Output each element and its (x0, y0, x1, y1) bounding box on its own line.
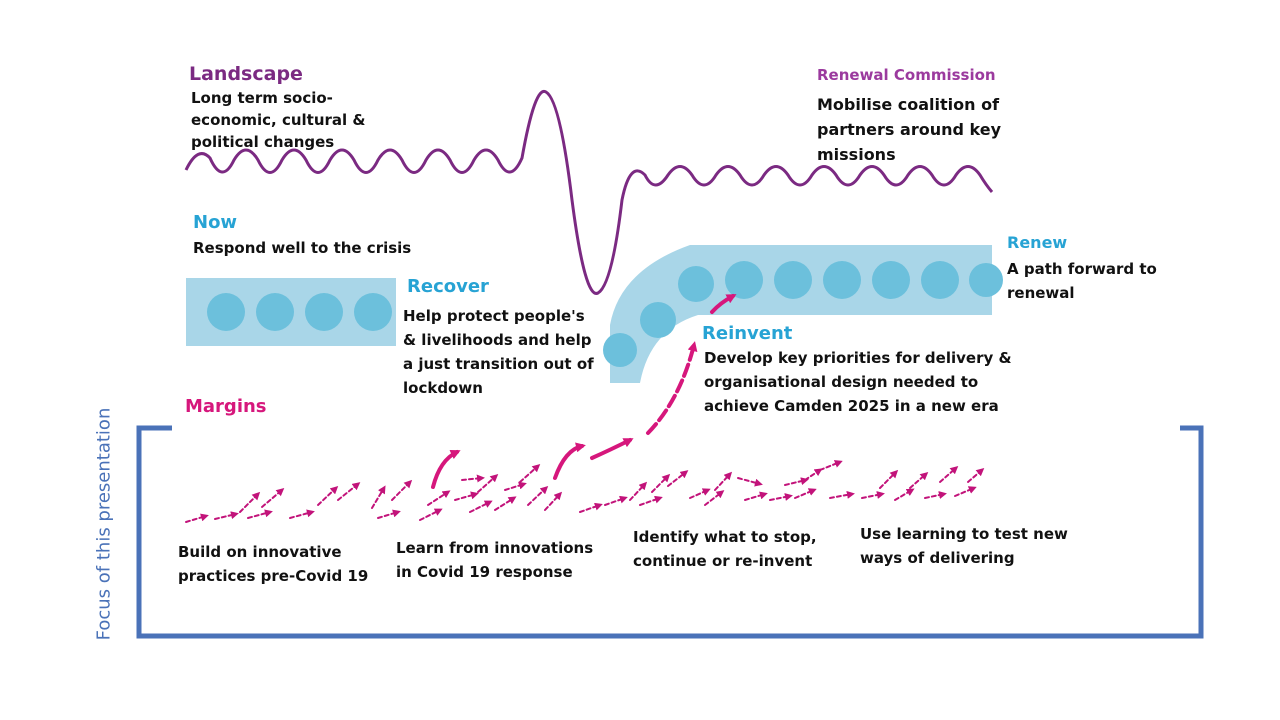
landscape-line: political changes (191, 133, 335, 151)
renewal-commission-line: Mobilise coalition of (817, 95, 1000, 114)
margins-step: Use learning to test new ways of deliver… (860, 522, 1068, 570)
recover-circle (207, 293, 245, 331)
margins-step-line: practices pre-Covid 19 (178, 567, 369, 585)
margins-step: Build on innovative practices pre-Covid … (178, 540, 368, 588)
renew-line: renewal (1007, 284, 1075, 302)
renew-circle (969, 263, 1003, 297)
renew-circle (823, 261, 861, 299)
landscape-description: Long term socio- economic, cultural & po… (191, 87, 365, 153)
recover-circle (256, 293, 294, 331)
recover-circle (354, 293, 392, 331)
focus-label: Focus of this presentation (93, 407, 115, 641)
recover-title: Recover (407, 276, 489, 297)
margins-step-line: Learn from innovations (396, 539, 594, 557)
margins-step: Identify what to stop, continue or re-in… (633, 525, 817, 573)
landscape-wave (184, 89, 994, 295)
renew-circle (678, 266, 714, 302)
now-description: Respond well to the crisis (193, 239, 412, 257)
renew-circle (872, 261, 910, 299)
renewal-commission-line: partners around key (817, 120, 1001, 139)
focus-bracket (136, 425, 1204, 639)
renew-circle (921, 261, 959, 299)
margins-step-line: Identify what to stop, (633, 528, 817, 546)
margins-step-line: Build on innovative (178, 543, 342, 561)
recover-line: & livelihoods and help (403, 331, 592, 349)
recover-line: a just transition out of (403, 355, 594, 373)
margins-step-line: in Covid 19 response (396, 563, 573, 581)
recover-circle (305, 293, 343, 331)
reinvent-description: Develop key priorities for delivery & or… (704, 346, 1012, 418)
innovation-arrows-major (431, 294, 737, 489)
recover-line: lockdown (403, 379, 483, 397)
reinvent-line: Develop key priorities for delivery & (704, 349, 1012, 367)
reinvent-title: Reinvent (702, 323, 793, 344)
renewal-commission-title: Renewal Commission (817, 66, 996, 84)
renew-description: A path forward to renewal (1007, 257, 1157, 305)
renew-circle (640, 302, 676, 338)
margins-step: Learn from innovations in Covid 19 respo… (396, 536, 593, 584)
renew-circle (603, 333, 637, 367)
renewal-commission-line: missions (817, 145, 896, 164)
landscape-title: Landscape (189, 63, 303, 85)
reinvent-line: organisational design needed to (704, 373, 979, 391)
recover-description: Help protect people's & livelihoods and … (403, 304, 594, 400)
margins-step-line: Use learning to test new (860, 525, 1068, 543)
renew-title: Renew (1007, 233, 1068, 252)
renew-circle (774, 261, 812, 299)
innovation-arrows-minor (185, 460, 985, 523)
margins-step-line: continue or re-invent (633, 552, 813, 570)
renew-circle (725, 261, 763, 299)
renewal-commission-description: Mobilise coalition of partners around ke… (817, 92, 1001, 167)
recover-line: Help protect people's (403, 307, 585, 325)
landscape-line: Long term socio- (191, 89, 333, 107)
landscape-line: economic, cultural & (191, 111, 366, 129)
margins-title: Margins (185, 396, 267, 417)
margins-step-line: ways of delivering (860, 549, 1015, 567)
reinvent-line: achieve Camden 2025 in a new era (704, 397, 999, 415)
now-title: Now (193, 212, 238, 233)
renew-line: A path forward to (1007, 260, 1157, 278)
